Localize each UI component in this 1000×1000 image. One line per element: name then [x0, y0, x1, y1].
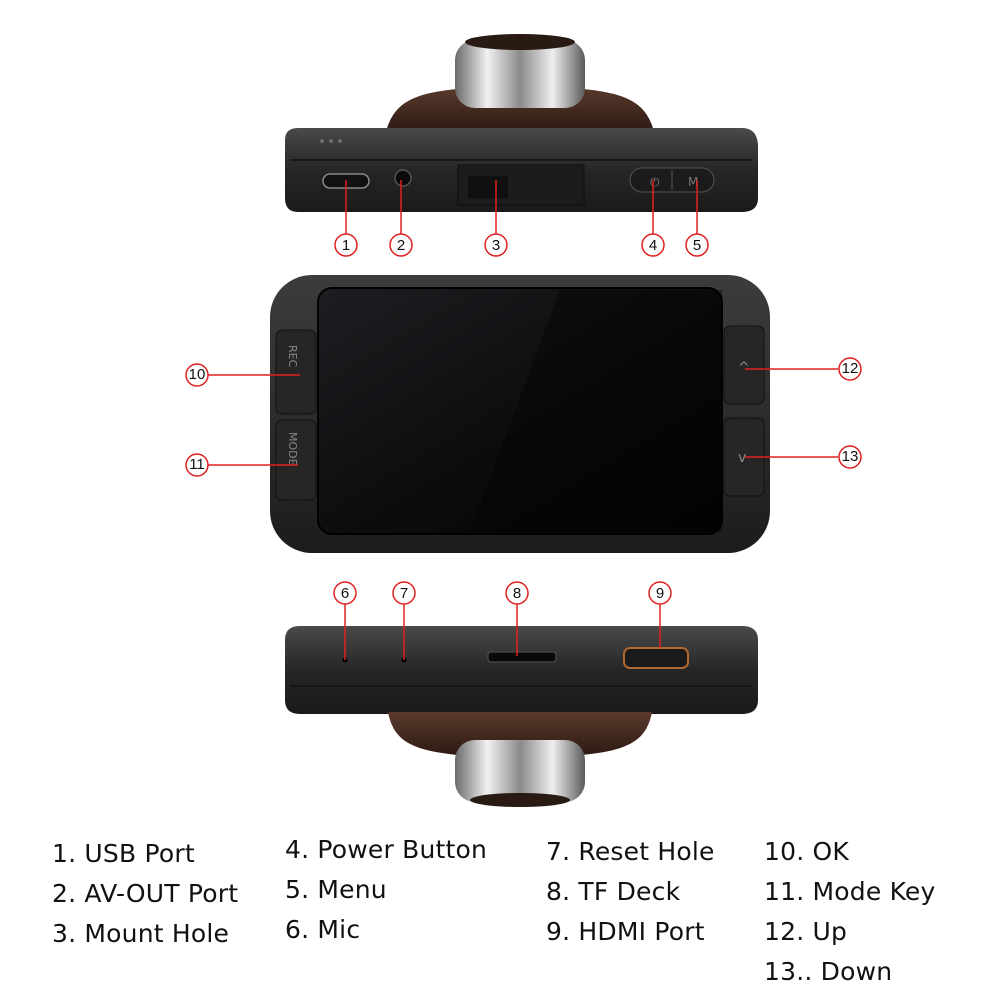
- top-view: ⏻ M: [285, 34, 758, 212]
- svg-text:11: 11: [189, 456, 205, 473]
- legend-item-power-button: 4. Power Button: [285, 835, 488, 864]
- legend-column-4: 10. OK 11. Mode Key 12. Up 13.. Down: [764, 832, 936, 992]
- mode-button: [275, 419, 317, 501]
- mode-button-label: MODE: [286, 432, 299, 466]
- rec-button: [275, 329, 317, 415]
- legend-item-down: 13.. Down: [764, 957, 893, 986]
- callout-1: 1: [334, 233, 358, 257]
- power-button-symbol: ⏻: [650, 175, 660, 189]
- legend-item-av-out-port: 2. AV-OUT Port: [52, 879, 239, 908]
- svg-text:6: 6: [341, 585, 349, 602]
- top-lens-cap: [465, 34, 575, 50]
- svg-text:7: 7: [400, 585, 408, 602]
- up-button: [723, 325, 765, 405]
- callout-12: 12: [838, 357, 862, 381]
- callout-9: 9: [648, 581, 672, 605]
- svg-text:12: 12: [842, 360, 859, 377]
- legend-column-2: 4. Power Button 5. Menu 6. Mic: [285, 830, 487, 950]
- callout-5: 5: [685, 233, 709, 257]
- bottom-view: [285, 626, 758, 807]
- svg-text:5: 5: [693, 237, 701, 254]
- callout-8: 8: [505, 581, 529, 605]
- menu-button-letter: M: [688, 175, 698, 189]
- down-symbol: v: [738, 450, 746, 466]
- front-view: REC MODE ^ v: [270, 275, 770, 553]
- callout-markers: 1 2 3 4 5 10 11 12: [185, 233, 862, 605]
- tf-slot: [487, 651, 557, 663]
- bottom-lens-chrome: [455, 740, 585, 802]
- legend-column-3: 7. Reset Hole 8. TF Deck 9. HDMI Port: [546, 832, 715, 952]
- legend-item-tf-deck: 8. TF Deck: [546, 877, 681, 906]
- legend-column-1: 1. USB Port 2. AV-OUT Port 3. Mount Hole: [52, 834, 238, 954]
- svg-text:9: 9: [656, 585, 664, 602]
- callout-11: 11: [185, 453, 209, 477]
- hdmi-port: [623, 647, 689, 669]
- legend-item-ok: 10. OK: [764, 837, 849, 866]
- svg-text:13: 13: [842, 448, 859, 465]
- legend-item-mount-hole: 3. Mount Hole: [52, 919, 230, 948]
- svg-text:10: 10: [189, 366, 206, 383]
- legend-item-reset-hole: 7. Reset Hole: [546, 837, 715, 866]
- legend-item-up: 12. Up: [764, 917, 848, 946]
- svg-text:2: 2: [397, 237, 405, 254]
- svg-text:4: 4: [649, 237, 657, 254]
- svg-text:3: 3: [492, 237, 500, 254]
- svg-text:1: 1: [342, 237, 350, 254]
- callout-13: 13: [838, 445, 862, 469]
- callout-2: 2: [389, 233, 413, 257]
- top-lens-chrome: [455, 40, 585, 108]
- legend-item-menu: 5. Menu: [285, 875, 387, 904]
- legend-item-hdmi-port: 9. HDMI Port: [546, 917, 705, 946]
- dashcam-diagram: ⏻ M REC MODE ^ v: [185, 34, 862, 807]
- bottom-lens-mount: [388, 712, 652, 758]
- legend-item-usb-port: 1. USB Port: [52, 839, 195, 868]
- legend-item-mode-key: 11. Mode Key: [764, 877, 936, 906]
- av-out-port: [394, 169, 412, 187]
- top-lens-mount: [385, 86, 655, 135]
- rec-button-label: REC: [286, 345, 299, 368]
- svg-text:8: 8: [513, 585, 521, 602]
- callout-3: 3: [484, 233, 508, 257]
- callout-6: 6: [333, 581, 357, 605]
- callout-lines: [208, 180, 838, 660]
- legend-item-mic: 6. Mic: [285, 915, 361, 944]
- up-symbol: ^: [738, 360, 750, 376]
- screen: [317, 287, 723, 535]
- callout-10: 10: [185, 363, 209, 387]
- bottom-body: [285, 626, 758, 714]
- callout-7: 7: [392, 581, 416, 605]
- callout-4: 4: [641, 233, 665, 257]
